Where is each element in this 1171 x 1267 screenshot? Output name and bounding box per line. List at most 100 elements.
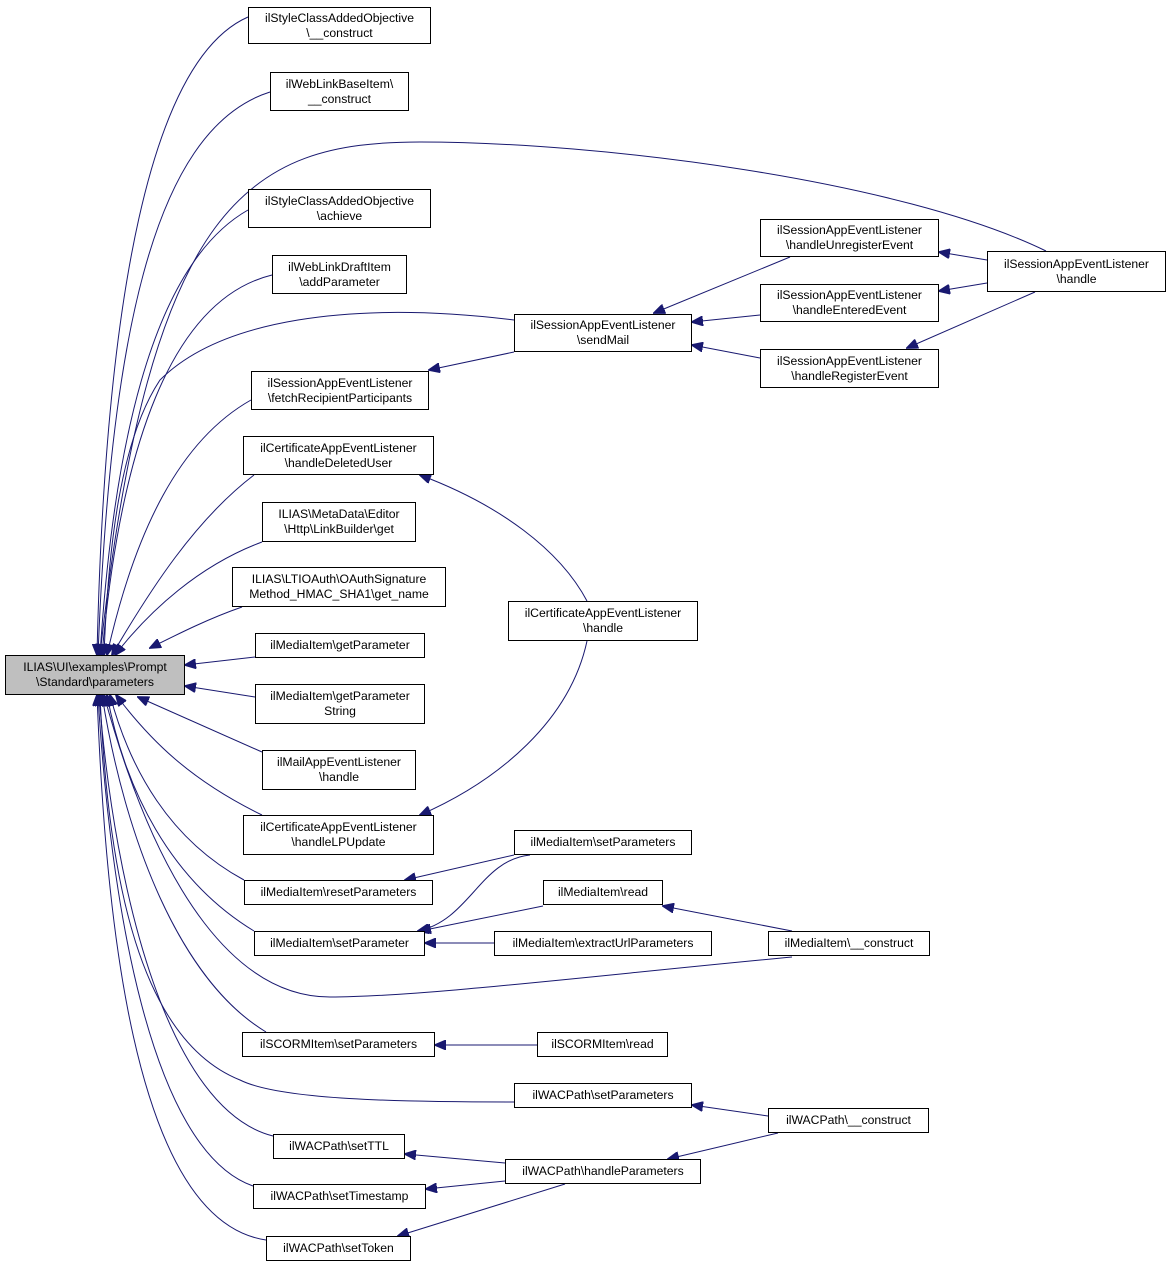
node-wac-setttl[interactable]: ilWACPath\setTTL [273,1134,405,1159]
node-label-line: ilMediaItem\getParameter [270,689,410,703]
node-label-line: Method_HMAC_SHA1\get_name [249,587,429,601]
edge-media_construct-to-root [104,695,793,998]
node-label-line: ilWACPath\setTTL [289,1139,389,1153]
node-media-extracturl[interactable]: ilMediaItem\extractUrlParameters [494,931,712,956]
node-wac-settimestamp[interactable]: ilWACPath\setTimestamp [253,1184,426,1209]
node-cert-handle[interactable]: ilCertificateAppEventListener\handle [508,601,698,641]
node-media-read[interactable]: ilMediaItem\read [543,880,663,905]
node-label-line: ilCertificateAppEventListener [524,606,682,620]
edge-wac_setparams-to-root [100,695,515,1103]
node-label-line: ilSessionAppEventListener [777,288,922,302]
node-cert-deleted[interactable]: ilCertificateAppEventListener\handleDele… [243,436,434,475]
node-label-line: ilMediaItem\getParameter [270,638,410,652]
node-label-line: \__construct [306,25,373,40]
node-session-unregister[interactable]: ilSessionAppEventListener\handleUnregist… [760,219,939,257]
edge-session_handle-to-session_register [907,291,1036,348]
node-label-line: ilMailAppEventListener [277,755,401,769]
node-label-line: \handleDeletedUser [284,455,393,470]
node-metadata-get[interactable]: ILIAS\MetaData\Editor\Http\LinkBuilder\g… [262,502,416,542]
node-mail-handle[interactable]: ilMailAppEventListener\handle [262,750,416,790]
edge-wac_construct-to-wac_handleparams [668,1132,779,1159]
edge-wac_handleparams-to-wac_settimestamp [426,1180,506,1189]
edge-media_setparam-to-root [107,695,255,932]
edge-cert_handle-to-cert_deleted [420,475,588,602]
node-label-line: \handle [583,621,623,635]
node-label-line: \achieve [316,208,363,223]
node-label-line: ilSCORMItem\read [551,1037,654,1051]
node-label-line: ilWACPath\setToken [283,1241,394,1255]
edge-style_construct-to-root [97,16,249,655]
node-label-line: ilStyleClassAddedObjective [264,10,415,25]
edge-session_fetch-to-root [107,399,252,655]
edge-session_entered-to-session_sendmail [692,314,761,322]
node-label-line: ilSessionAppEventListener [777,353,922,368]
node-label-line: ILIAS\MetaData\Editor [278,507,400,521]
edge-cert_lpupdate-to-root [116,695,263,816]
node-wac-settoken[interactable]: ilWACPath\setToken [266,1236,411,1261]
node-style-construct[interactable]: ilStyleClassAddedObjective\__construct [248,7,431,44]
edge-media_construct-to-media_read [663,906,793,932]
root-node[interactable]: ILIAS\UI\examples\Prompt\Standard\parame… [5,655,185,695]
node-label-line: ilMediaItem\extractUrlParameters [512,936,694,950]
node-label-line: ilWACPath\setTimestamp [270,1189,409,1203]
node-session-handle[interactable]: ilSessionAppEventListener\handle [987,251,1166,292]
edge-wac_setttl-to-root [99,695,274,1137]
node-media-construct[interactable]: ilMediaItem\__construct [768,931,930,956]
node-label-line: String [324,704,356,718]
edge-wac_settoken-to-root [97,695,267,1241]
node-label-line: ilMediaItem\setParameter [270,936,409,950]
node-label-line: __construct [307,91,371,106]
edge-media_getparam-to-root [185,656,256,665]
node-label-line: \fetchRecipientParticipants [267,390,413,405]
node-label-line: ilWebLinkDraftItem [288,259,391,274]
node-scorm-read[interactable]: ilSCORMItem\read [537,1032,668,1057]
edge-mail_handle-to-root [138,697,263,753]
node-label-line: ilSessionAppEventListener [530,318,676,332]
node-media-setparams[interactable]: ilMediaItem\setParameters [514,830,692,855]
node-session-entered[interactable]: ilSessionAppEventListener\handleEnteredE… [760,284,939,322]
edge-media_setparams-to-media_resetparams [405,854,515,880]
edge-scorm_setparams-to-root [102,695,267,1033]
node-label-line: ilCertificateAppEventListener [260,440,417,455]
node-label-line: \sendMail [576,333,630,347]
edge-wac_handleparams-to-wac_settoken [398,1183,566,1236]
node-weblinkdraft-addparam[interactable]: ilWebLinkDraftItem\addParameter [272,255,407,294]
node-wac-setparams[interactable]: ilWACPath\setParameters [514,1083,692,1108]
node-cert-lpupdate[interactable]: ilCertificateAppEventListener\handleLPUp… [243,815,434,855]
node-media-setparam[interactable]: ilMediaItem\setParameter [254,931,425,956]
node-wac-handleparams[interactable]: ilWACPath\handleParameters [505,1159,701,1184]
edge-session_unregister-to-session_sendmail [654,256,791,313]
node-weblinkbase-construct[interactable]: ilWebLinkBaseItem\__construct [270,72,409,111]
node-label-line: ILIAS\UI\examples\Prompt [23,660,167,674]
node-label-line: \Standard\parameters [36,675,154,689]
edge-wac_handleparams-to-wac_setttl [405,1154,506,1164]
node-style-achieve[interactable]: ilStyleClassAddedObjective\achieve [248,189,431,228]
edge-session_handle-to-session_unregister [939,252,988,261]
node-label-line: ilMediaItem\__construct [784,936,914,950]
node-wac-construct[interactable]: ilWACPath\__construct [768,1108,929,1133]
node-label-line: ilWACPath\__construct [786,1113,911,1127]
node-media-resetparams[interactable]: ilMediaItem\resetParameters [244,880,433,905]
node-scorm-setparams[interactable]: ilSCORMItem\setParameters [242,1032,435,1057]
edge-wac_construct-to-wac_setparams [692,1105,769,1117]
node-session-sendmail[interactable]: ilSessionAppEventListener\sendMail [514,314,692,352]
node-label-line: ilCertificateAppEventListener [260,820,417,834]
edge-cert_deleted-to-root [112,474,255,655]
node-label-line: \handle [319,770,359,784]
edge-style_achieve-to-root [100,209,249,655]
node-label-line: ilWACPath\handleParameters [522,1164,684,1178]
node-session-fetch[interactable]: ilSessionAppEventListener\fetchRecipient… [251,371,429,410]
node-label-line: \handle [1056,271,1097,286]
node-label-line: ilSCORMItem\setParameters [259,1037,418,1051]
node-session-register[interactable]: ilSessionAppEventListener\handleRegister… [760,349,939,388]
edge-session_sendmail-to-session_fetch [429,351,515,370]
edge-session_sendmail-to-root [104,312,515,656]
edge-session_handle-to-session_entered [939,282,988,291]
edge-session_register-to-session_sendmail [692,345,761,359]
node-label-line: \addParameter [299,274,380,289]
node-media-getparam[interactable]: ilMediaItem\getParameter [255,633,425,658]
